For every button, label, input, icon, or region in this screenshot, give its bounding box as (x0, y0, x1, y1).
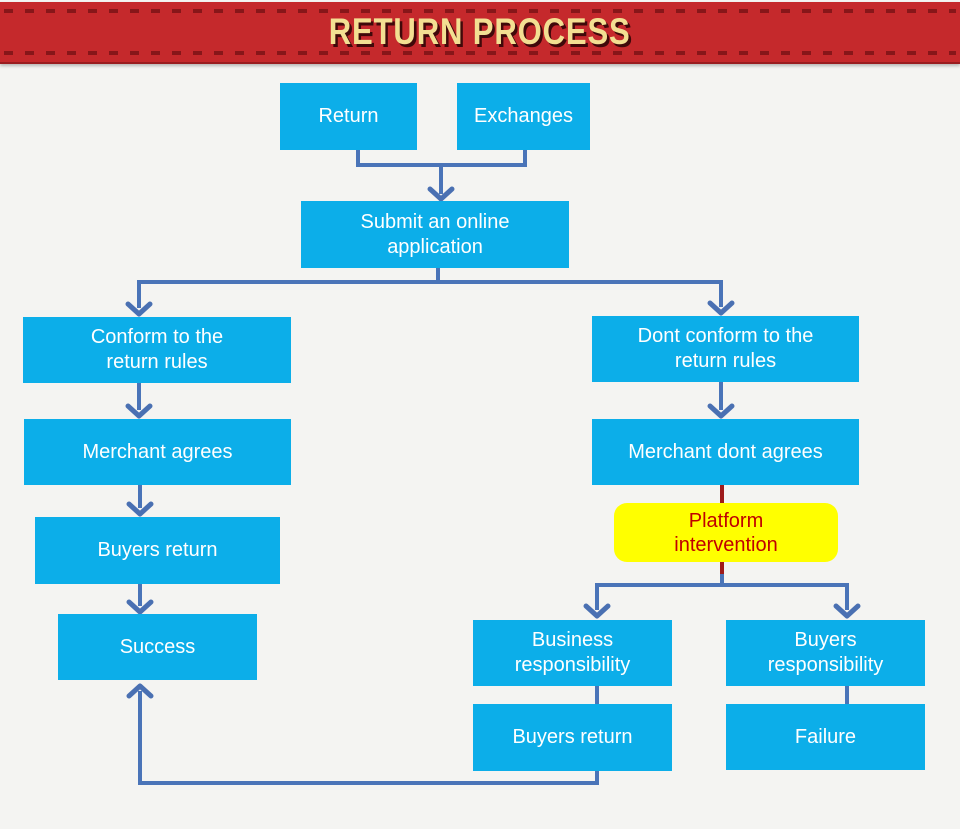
stitch-line-top (4, 9, 956, 13)
banner: RETURN PROCESS (0, 2, 960, 64)
node-submit-application: Submit an online application (301, 201, 569, 268)
arrow-down-icon (125, 403, 153, 419)
node-buyers-responsibility: Buyers responsibility (726, 620, 925, 686)
edge-return-exchanges-join (356, 150, 527, 167)
node-buyers-return: Buyers return (35, 517, 280, 584)
arrow-down-icon (126, 501, 154, 517)
node-label: Success (119, 635, 196, 658)
node-label-line: Buyers (794, 629, 857, 651)
node-label-line: return rules (106, 351, 208, 373)
node-label-line: return rules (674, 350, 777, 372)
node-label-line: application (387, 235, 483, 258)
node-label-line: Platform (688, 509, 764, 532)
node-label-line: intervention (674, 533, 778, 556)
node-label-line: Conform to the (90, 326, 224, 348)
node-dont-conform-rules: Dont conform to the return rules (592, 316, 859, 382)
node-label-line: responsibility (767, 654, 884, 676)
arrow-down-icon (833, 603, 861, 619)
node-conform-rules: Conform to the return rules (23, 317, 291, 383)
edge-platform-branch (595, 583, 849, 610)
node-label-line: Dont conform to the (637, 325, 814, 347)
node-buyers-return: Buyers return (473, 704, 672, 771)
node-label: Exchanges (474, 105, 573, 127)
node-label: Buyers return (97, 539, 218, 561)
arrow-down-icon (583, 603, 611, 619)
node-platform-intervention: Platform intervention (614, 503, 838, 562)
node-label-line: responsibility (514, 654, 631, 676)
edge-main-branch (137, 280, 723, 308)
arrow-down-icon (427, 186, 455, 202)
node-exchanges: Exchanges (457, 83, 590, 150)
arrow-down-icon (707, 300, 735, 316)
node-merchant-agrees: Merchant agrees (24, 419, 291, 485)
arrow-down-icon (126, 599, 154, 615)
stitch-line-bottom (4, 51, 956, 55)
node-label-line: Business (531, 629, 614, 651)
node-label: Buyers return (512, 726, 633, 748)
node-label: Return (318, 105, 379, 127)
node-label-line: Submit an online (360, 210, 510, 233)
node-label: Failure (794, 725, 857, 748)
node-failure: Failure (726, 704, 925, 770)
page-title: RETURN PROCESS (329, 11, 631, 52)
arrow-up-icon (126, 683, 154, 699)
arrow-down-icon (707, 403, 735, 419)
node-return: Return (280, 83, 417, 150)
node-business-responsibility: Business responsibility (473, 620, 672, 686)
arrow-down-icon (125, 301, 153, 317)
node-label: Merchant dont agrees (628, 440, 823, 463)
node-success: Success (58, 614, 257, 680)
node-label: Merchant agrees (82, 440, 233, 463)
edge-loop-to-success (138, 691, 599, 785)
node-merchant-dont-agrees: Merchant dont agrees (592, 419, 859, 485)
